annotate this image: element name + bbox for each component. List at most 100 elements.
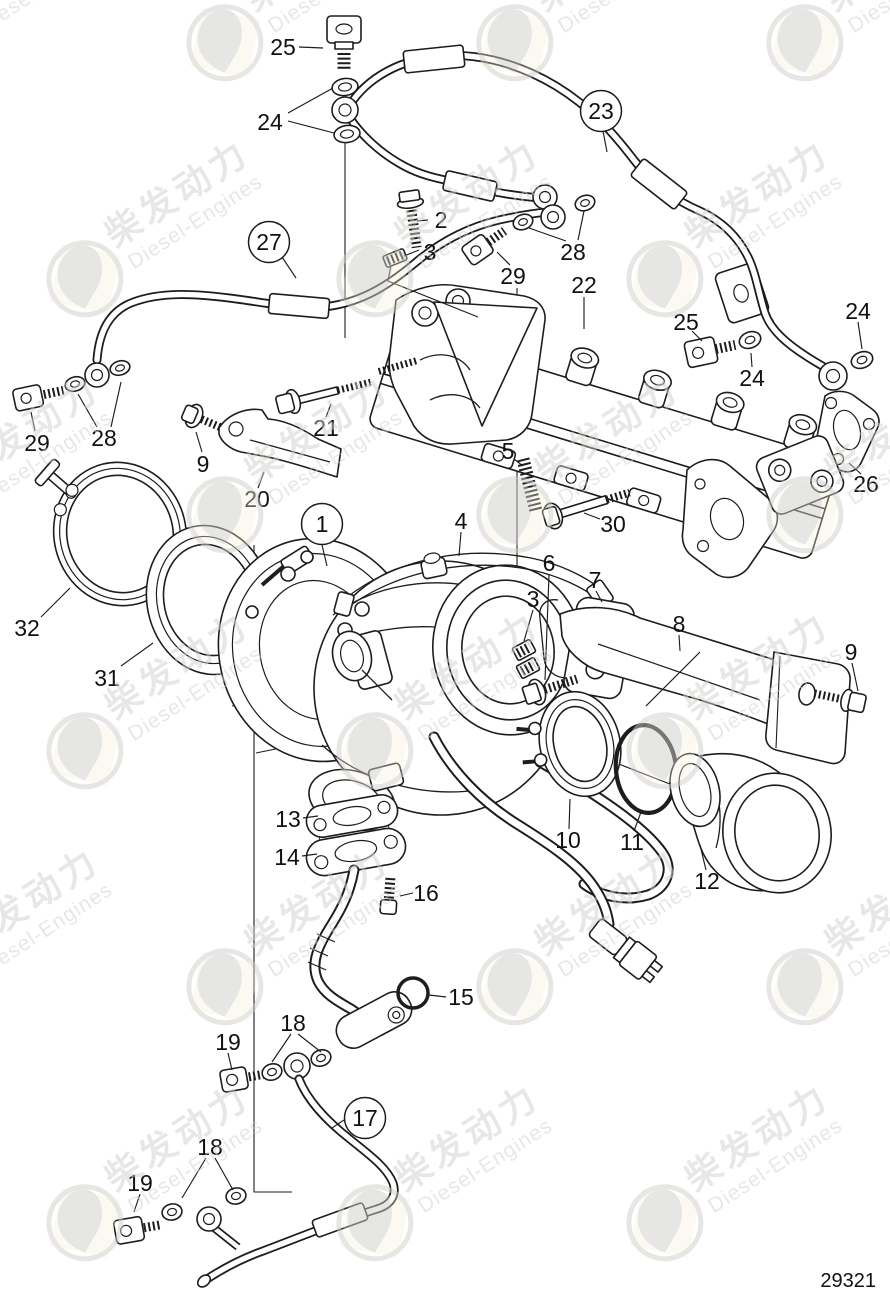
brand-logo-swoosh-icon	[487, 953, 532, 1017]
leader-line	[40, 587, 71, 618]
callout-19: 19	[127, 1170, 153, 1196]
callout-number: 28	[560, 239, 586, 265]
leader-line	[528, 227, 567, 242]
ring-clamp-details	[245, 545, 314, 619]
callout-number: 16	[413, 880, 439, 906]
leader-line	[133, 1193, 141, 1213]
heat-shield-8	[539, 599, 851, 765]
callout-number: 29	[24, 430, 50, 456]
leader-line	[544, 574, 550, 681]
callout-number: 19	[215, 1029, 241, 1055]
callout-number: 14	[274, 844, 300, 870]
callout-number: 18	[197, 1134, 223, 1160]
brand-logo-swoosh-icon	[487, 481, 532, 545]
leader-line	[403, 249, 420, 257]
leader-line	[513, 458, 524, 467]
callout-12: 12	[694, 868, 720, 894]
brand-logo-swoosh-icon	[637, 717, 682, 781]
flange-bolt-6	[521, 674, 579, 706]
callout-number: 15	[448, 984, 474, 1010]
callout-28: 28	[91, 425, 117, 451]
banjo-bolt-29-left	[12, 384, 65, 412]
callout-2: 2	[435, 207, 448, 233]
leader-line	[287, 87, 334, 114]
callout-21: 21	[313, 415, 339, 441]
brand-logo-swoosh-icon	[197, 9, 242, 73]
callout-number: 3	[424, 239, 437, 265]
banjo-eye-top	[331, 96, 359, 124]
leader-line	[577, 210, 585, 241]
callout-18: 18	[197, 1134, 223, 1160]
callout-31: 31	[94, 665, 120, 691]
leader-line	[298, 46, 324, 49]
brand-logo-icon	[626, 712, 704, 790]
banjo-bolt-25-top	[326, 15, 362, 71]
callout-number: 11	[620, 829, 644, 855]
leader-line	[750, 352, 753, 368]
leader-line	[851, 662, 859, 692]
callout-18: 18	[280, 1010, 306, 1036]
leader-line	[30, 411, 36, 432]
callout-25: 25	[270, 34, 296, 60]
brand-logo-icon	[626, 1184, 704, 1262]
callout-27: 27	[247, 220, 291, 264]
callout-7: 7	[589, 567, 602, 593]
callout-number: 4	[455, 508, 468, 534]
callout-number: 2	[435, 207, 448, 233]
callout-number: 1	[316, 511, 329, 537]
pipe-sleeves	[267, 44, 688, 320]
callout-number: 21	[313, 415, 339, 441]
brand-logo-icon	[766, 948, 844, 1026]
washer-24-top	[331, 77, 359, 97]
callout-number: 18	[280, 1010, 306, 1036]
leader-line	[399, 892, 414, 897]
brand-logo-icon	[336, 1184, 414, 1262]
watermark-en-text: Diesel-Engines	[554, 0, 697, 38]
brand-logo-icon	[186, 948, 264, 1026]
leader-line	[848, 462, 862, 475]
leader-line	[595, 590, 603, 603]
callout-29: 29	[24, 430, 50, 456]
leader-line	[271, 1033, 292, 1063]
brand-logo-swoosh-icon	[197, 953, 242, 1017]
leader-line	[325, 403, 332, 418]
brand-logo-swoosh-icon	[197, 481, 242, 545]
drain-flange-14	[305, 827, 407, 877]
callout-number: 23	[588, 98, 614, 124]
bolt-21	[275, 378, 372, 415]
callout-number: 25	[270, 34, 296, 60]
double-banjo-fitting	[461, 184, 596, 266]
leader-line	[281, 256, 297, 279]
callout-number: 9	[845, 639, 858, 665]
callout-number: 3	[527, 586, 540, 612]
callout-number: 8	[673, 611, 686, 637]
callout-15: 15	[448, 984, 474, 1010]
leader-line	[496, 251, 511, 266]
callout-number: 17	[352, 1105, 378, 1131]
brand-logo-icon	[766, 476, 844, 554]
callout-number: 32	[14, 615, 40, 641]
callout-23: 23	[579, 89, 623, 133]
manifold-end-plate	[681, 458, 779, 579]
callout-number: 24	[845, 298, 871, 324]
callout-24: 24	[257, 109, 283, 135]
bolt-16	[379, 877, 398, 916]
stud-loose	[377, 357, 419, 375]
leader-line	[678, 634, 681, 652]
leader-line	[699, 844, 707, 871]
washers-28-left	[64, 359, 131, 393]
callout-number: 28	[91, 425, 117, 451]
brand-logo-swoosh-icon	[487, 9, 532, 73]
coolant-pipe-27-branch	[341, 107, 546, 203]
brand-logo-swoosh-icon	[347, 1189, 392, 1253]
oil-drain-group	[305, 793, 430, 1049]
brand-logo-icon	[476, 476, 554, 554]
exhaust-manifold-22	[369, 283, 845, 579]
callout-32: 32	[14, 615, 40, 641]
watermark-en-text: Diesel-Engines	[0, 0, 117, 38]
callout-3: 3	[424, 239, 437, 265]
brand-logo-swoosh-icon	[57, 717, 102, 781]
leader-line	[214, 1157, 234, 1191]
